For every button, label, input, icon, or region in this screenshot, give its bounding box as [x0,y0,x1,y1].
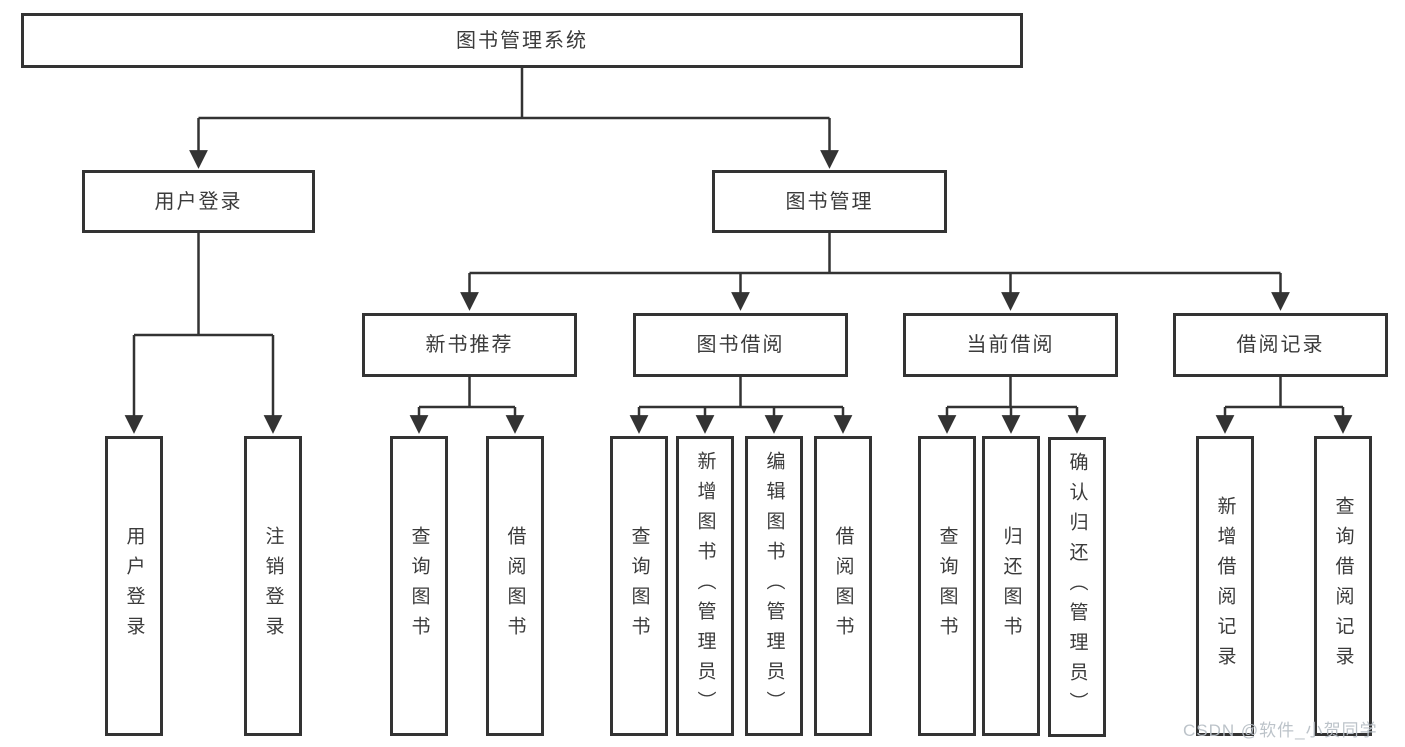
node-label: 注销登录 [262,526,284,646]
node-label: 编辑图书（管理员） [763,451,785,721]
node-label: 确认归还（管理员） [1066,452,1088,722]
node-logout: 注销登录 [244,436,302,736]
node-root-system: 图书管理系统 [21,13,1023,68]
node-book-borrow: 图书借阅 [633,313,848,377]
node-borrow-records: 借阅记录 [1173,313,1388,377]
node-label: 当前借阅 [966,334,1055,356]
node-confirm-return-admin: 确认归还（管理员） [1048,437,1106,737]
node-borrow-books: 借阅图书 [814,436,872,736]
node-label: 图书管理 [785,190,874,213]
node-label: 图书管理系统 [456,29,588,52]
node-new-book-recommend: 新书推荐 [362,313,577,377]
node-label: 借阅图书 [504,526,526,646]
node-label: 查询图书 [408,526,430,646]
node-label: 用户登录 [123,526,145,646]
node-label: 图书借阅 [696,334,785,356]
node-book-management: 图书管理 [712,170,947,233]
node-edit-book-admin: 编辑图书（管理员） [745,436,803,736]
node-user-login: 用户登录 [82,170,315,233]
node-label: 借阅图书 [832,526,854,646]
node-login: 用户登录 [105,436,163,736]
node-label: 新增借阅记录 [1214,496,1236,676]
node-query-books-recommend: 查询图书 [390,436,448,736]
node-label: 新书推荐 [425,334,514,356]
node-return-book: 归还图书 [982,436,1040,736]
node-label: 新增图书（管理员） [694,451,716,721]
node-query-borrow-record: 查询借阅记录 [1314,436,1372,736]
watermark: CSDN @软件_小贺同学 [1183,721,1378,740]
node-label: 借阅记录 [1236,334,1325,356]
node-label: 查询图书 [936,526,958,646]
node-label: 查询图书 [628,526,650,646]
node-query-books-borrow: 查询图书 [610,436,668,736]
node-borrow-books-recommend: 借阅图书 [486,436,544,736]
node-add-book-admin: 新增图书（管理员） [676,436,734,736]
node-label: 查询借阅记录 [1332,496,1354,676]
node-add-borrow-record: 新增借阅记录 [1196,436,1254,736]
node-query-books-current: 查询图书 [918,436,976,736]
node-label: 用户登录 [154,190,243,213]
node-label: 归还图书 [1000,526,1022,646]
node-current-borrow: 当前借阅 [903,313,1118,377]
